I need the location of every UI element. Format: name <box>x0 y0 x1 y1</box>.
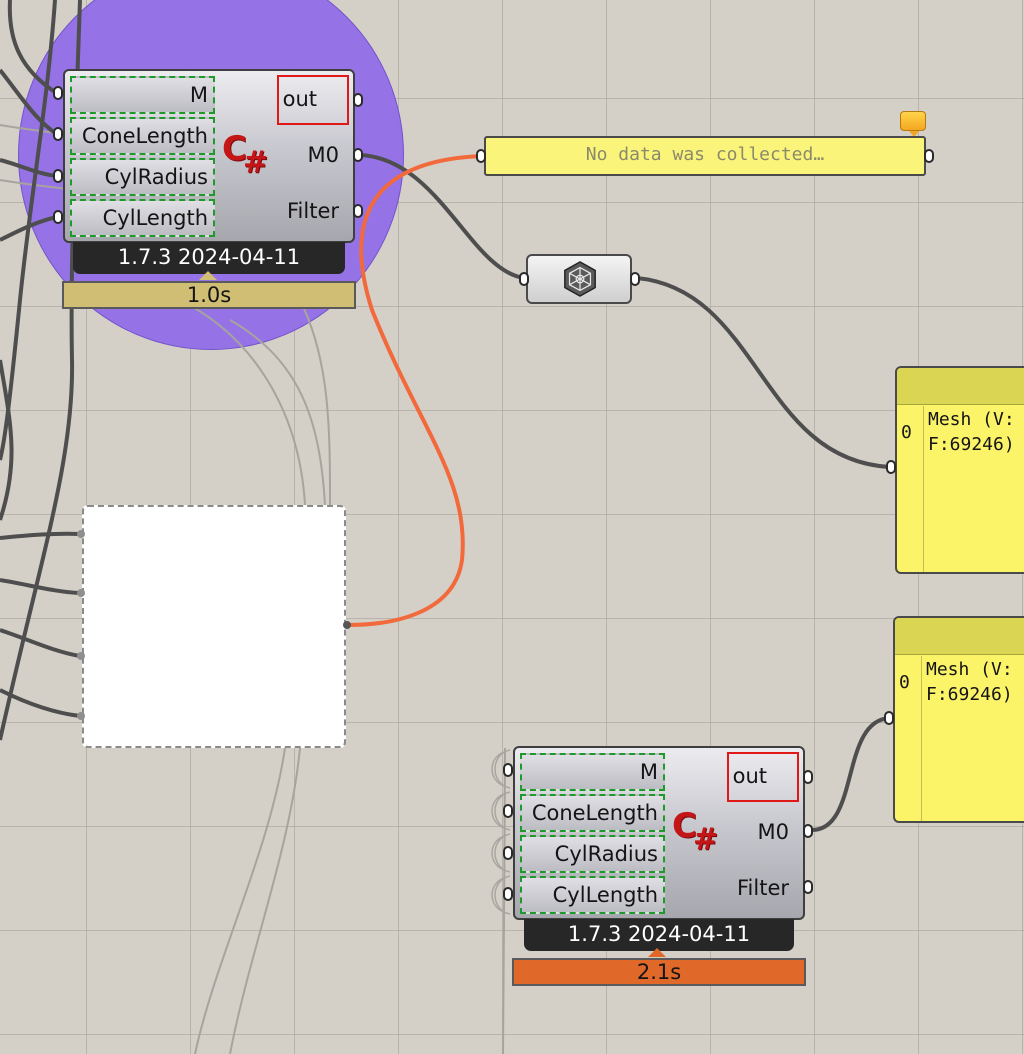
wire-dark <box>0 0 57 461</box>
empty-component-placeholder[interactable] <box>82 505 346 748</box>
input-grip[interactable] <box>503 804 513 818</box>
csharp-script-component[interactable]: M ConeLength CylRadius CylLength C# out … <box>63 69 355 243</box>
note-flag-icon <box>900 111 926 137</box>
input-grip[interactable] <box>503 887 513 901</box>
wire-light <box>179 299 306 506</box>
wire-light <box>194 747 286 1054</box>
csharp-icon: C# <box>672 806 719 857</box>
input-param-cyllength[interactable]: CylLength <box>70 199 215 237</box>
panel-value-line: F:69246) <box>928 434 1015 455</box>
panel-value-line: F:69246) <box>926 684 1013 705</box>
panel-index: 0 <box>901 422 912 443</box>
profiler-timer: 1.0s <box>62 281 356 309</box>
placeholder-input-dot[interactable] <box>77 589 85 597</box>
input-param-conelength[interactable]: ConeLength <box>70 117 215 155</box>
wire-dark <box>360 153 525 280</box>
output-grip[interactable] <box>803 824 813 838</box>
data-panel[interactable]: 0 Mesh (V: F:69246) <box>893 616 1024 823</box>
output-highlight-box <box>277 75 349 125</box>
wire-dark <box>0 628 81 658</box>
output-grip[interactable] <box>803 770 813 784</box>
input-grip[interactable] <box>53 86 63 100</box>
placeholder-output-dot[interactable] <box>343 621 351 629</box>
output-param-filter[interactable]: Filter <box>286 199 339 223</box>
note-panel[interactable]: No data was collected… <box>484 136 926 176</box>
placeholder-input-dot[interactable] <box>77 530 85 538</box>
version-label: 1.7.3 2024-04-11 <box>73 242 345 274</box>
mesh-component[interactable] <box>526 254 632 304</box>
output-param-m0[interactable]: M0 <box>307 143 339 167</box>
wire-light <box>229 319 326 506</box>
output-grip[interactable] <box>353 93 363 107</box>
version-label: 1.7.3 2024-04-11 <box>524 919 794 951</box>
wire-light <box>502 747 506 1054</box>
panel-index-separator <box>921 656 922 821</box>
input-grip[interactable] <box>503 763 513 777</box>
input-grip[interactable] <box>476 149 486 163</box>
wire-selected <box>347 154 483 627</box>
wire-dark <box>0 531 81 540</box>
output-param-out[interactable]: out <box>282 87 317 111</box>
output-grip[interactable] <box>803 880 813 894</box>
wire-dark <box>0 578 81 595</box>
wire-dark <box>636 276 891 469</box>
output-param-out[interactable]: out <box>732 764 767 788</box>
input-param-m[interactable]: M <box>520 753 665 791</box>
wire-dark <box>0 68 60 137</box>
input-param-cylradius[interactable]: CylRadius <box>70 158 215 196</box>
input-grip[interactable] <box>886 460 896 474</box>
output-grip[interactable] <box>924 149 934 163</box>
output-grip[interactable] <box>353 204 363 218</box>
wire-dark <box>0 158 59 178</box>
csharp-script-component[interactable]: M ConeLength CylRadius CylLength C# out … <box>513 746 805 920</box>
panel-value-line: Mesh (V: <box>926 659 1013 680</box>
output-grip[interactable] <box>630 272 640 286</box>
wire-dark <box>811 716 891 832</box>
panel-header[interactable] <box>895 618 1024 655</box>
input-param-cyllength[interactable]: CylLength <box>520 876 665 914</box>
data-panel[interactable]: 0 Mesh (V: F:69246) <box>895 366 1024 574</box>
input-grip[interactable] <box>884 711 894 725</box>
panel-header[interactable] <box>897 368 1024 405</box>
wire-light <box>299 299 331 506</box>
placeholder-input-dot[interactable] <box>77 652 85 660</box>
wire-light <box>229 747 301 1054</box>
input-grip[interactable] <box>53 169 63 183</box>
timer-notch <box>648 948 666 957</box>
panel-index-separator <box>923 406 924 572</box>
output-param-m0[interactable]: M0 <box>757 820 789 844</box>
input-param-cylradius[interactable]: CylRadius <box>520 835 665 873</box>
output-param-filter[interactable]: Filter <box>736 876 789 900</box>
panel-value-line: Mesh (V: <box>928 409 1015 430</box>
input-param-m[interactable]: M <box>70 76 215 114</box>
mesh-icon <box>564 261 596 297</box>
input-grip[interactable] <box>503 846 513 860</box>
input-grip[interactable] <box>53 127 63 141</box>
placeholder-input-dot[interactable] <box>77 712 85 720</box>
csharp-icon: C# <box>222 129 269 180</box>
panel-index: 0 <box>899 672 910 693</box>
output-grip[interactable] <box>353 148 363 162</box>
input-grip[interactable] <box>519 272 529 286</box>
wire-dark <box>0 688 81 718</box>
profiler-timer: 2.1s <box>512 958 806 986</box>
timer-notch <box>199 271 217 280</box>
wire-dark <box>0 359 14 521</box>
output-highlight-box <box>727 752 799 802</box>
input-grip[interactable] <box>53 210 63 224</box>
drag-trail-arcs <box>491 749 511 915</box>
input-param-conelength[interactable]: ConeLength <box>520 794 665 832</box>
